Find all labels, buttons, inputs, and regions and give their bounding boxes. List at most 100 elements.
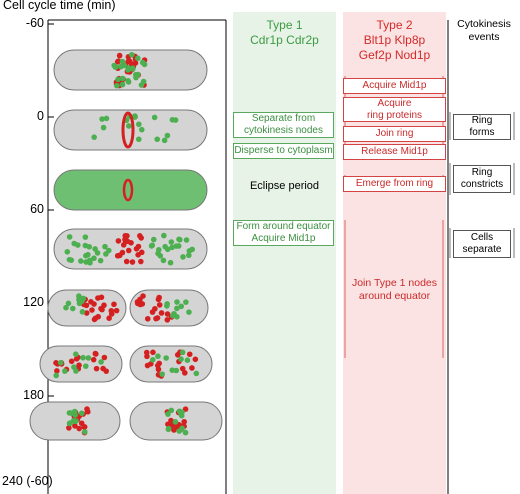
type2-node: [171, 427, 177, 433]
type2-node: [144, 315, 151, 322]
type1-node: [164, 246, 171, 253]
type1-node: [66, 420, 73, 427]
type2-node: [115, 238, 122, 244]
type1-node: [132, 113, 138, 119]
type1-node: [85, 251, 91, 258]
type2-event-acquire-mid1p: Acquire Mid1p: [343, 78, 446, 94]
type2-node: [126, 58, 132, 65]
type1-node: [173, 367, 180, 374]
tick-60: 60: [30, 202, 44, 216]
type1-node: [71, 408, 78, 415]
type2-node: [116, 252, 123, 259]
type1-node: [136, 121, 142, 128]
type1-node: [98, 359, 104, 365]
type1-node: [178, 303, 185, 310]
type1-node: [53, 372, 59, 379]
type1-node: [169, 244, 175, 251]
type2-node: [90, 356, 97, 363]
type2-node: [116, 52, 123, 59]
type2-node: [111, 301, 117, 308]
type2-node: [101, 354, 108, 361]
type2-title: Type 2 Blt1p Klp8p Gef2p Nod1p: [358, 18, 431, 62]
type2-node: [192, 356, 199, 363]
type1-node: [133, 74, 139, 81]
type1-node: [57, 359, 64, 366]
type2-node: [78, 420, 85, 427]
type1-node: [78, 258, 84, 264]
type1-node: [138, 126, 145, 133]
type1-node: [135, 136, 142, 143]
type2-node: [143, 349, 150, 356]
type1-node: [128, 51, 135, 58]
type1-node: [85, 355, 92, 361]
type2-node: [137, 296, 143, 303]
type1-node: [164, 303, 170, 309]
type1-node: [169, 367, 176, 374]
type1-node: [179, 425, 185, 432]
type2-event-release-mid1p: Release Mid1p: [343, 144, 446, 160]
type1-node: [114, 82, 120, 89]
type1-node: [149, 357, 156, 363]
type2-event-join-ring: Join ring: [343, 126, 446, 142]
type1-node: [168, 407, 175, 414]
type1-node: [159, 371, 166, 377]
type1-node: [97, 257, 104, 264]
type2-node: [113, 307, 120, 314]
cell-ring-forming: [53, 109, 208, 151]
type1-node: [178, 356, 184, 362]
type2-node: [120, 242, 127, 248]
type1-node: [66, 234, 73, 240]
type1-title: Type 1 Cdr1p Cdr2p: [250, 18, 319, 47]
type2-node: [182, 370, 188, 376]
type1-node: [65, 300, 72, 307]
type1-node: [91, 134, 97, 140]
type2-node: [186, 351, 193, 358]
cell-illustrations: [29, 49, 223, 441]
type1-node: [80, 354, 86, 361]
type2-node: [125, 247, 132, 254]
type1-node: [172, 419, 179, 425]
cytokinesis-title: Cytokinesis events: [457, 18, 511, 43]
type1-node: [79, 309, 86, 315]
type1-node: [129, 66, 136, 72]
type1-node: [100, 124, 107, 131]
type2-node: [123, 258, 130, 265]
type2-node: [137, 233, 143, 239]
type2-node: [153, 315, 159, 322]
type1-node: [183, 237, 190, 243]
type2-node: [155, 296, 162, 303]
type2-node: [179, 365, 186, 372]
type2-node: [135, 252, 141, 258]
type1-node: [163, 355, 169, 361]
type2-node: [165, 421, 171, 428]
type1-node: [174, 305, 180, 312]
type2-node: [138, 258, 144, 265]
type1-node: [139, 59, 146, 66]
type2-node: [174, 352, 181, 358]
type1-node: [87, 259, 93, 266]
type1-node: [173, 243, 180, 249]
type1-node: [169, 117, 176, 123]
type2-node: [115, 58, 122, 64]
type2-node: [73, 356, 80, 362]
type2-node: [68, 358, 75, 365]
type2-node: [152, 305, 158, 312]
type1-node: [91, 255, 97, 262]
type1-node: [64, 249, 71, 255]
type2-node: [128, 240, 134, 246]
type2-node: [135, 243, 142, 250]
type1-node: [69, 305, 76, 312]
type1-node: [72, 351, 79, 357]
type2-node: [106, 315, 112, 321]
type1-node: [119, 75, 126, 82]
type2-node: [89, 307, 95, 313]
type1-node: [180, 254, 186, 260]
type2-node: [98, 294, 105, 301]
type1-node: [106, 247, 112, 254]
type1-node: [126, 123, 132, 129]
type2-node: [93, 351, 99, 357]
type2-node: [164, 317, 171, 323]
type1-node: [78, 410, 85, 417]
